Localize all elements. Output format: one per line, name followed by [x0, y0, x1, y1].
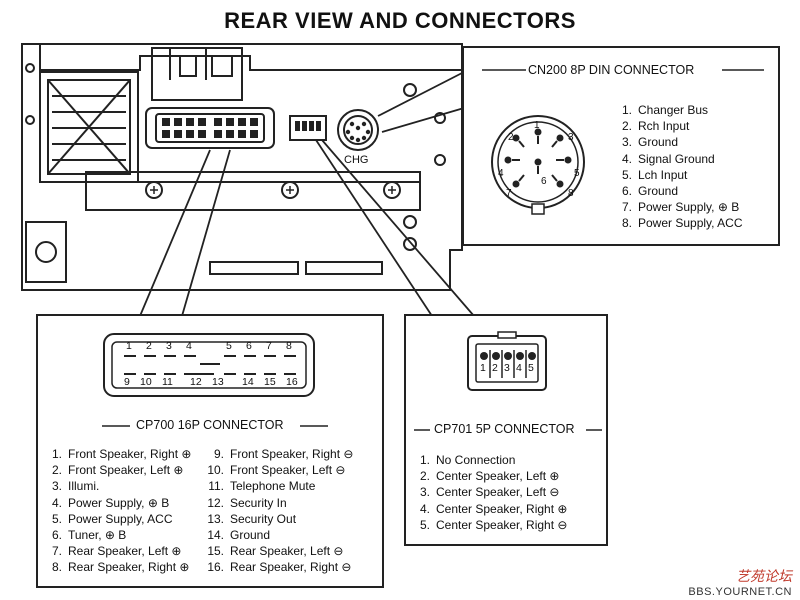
din-pin-number: 5 [574, 168, 580, 179]
cp701-heading-rule [414, 429, 602, 431]
list-item: 6.Tuner, ⊕ B [51, 528, 127, 543]
list-item: 4.Power Supply, ⊕ B [51, 495, 170, 510]
list-item: 14.Ground [207, 528, 271, 543]
cp701-box: 1 2 3 4 5 CP701 5P CONNECTOR 1.No Connec… [404, 314, 608, 546]
list-item: 3.Center Speaker, Left ⊖ [419, 485, 560, 500]
chg-label: CHG [344, 154, 369, 166]
cn200-heading-rule [482, 69, 764, 71]
list-item: 2.Center Speaker, Left ⊕ [419, 469, 560, 484]
list-item: 1.Front Speaker, Right ⊕ [51, 447, 192, 461]
list-item: 2.Front Speaker, Left ⊕ [51, 463, 184, 478]
cp701-connector-icon [467, 331, 547, 391]
cn200-heading: CN200 8P DIN CONNECTOR [528, 63, 695, 77]
cn200-box: CN200 8P DIN CONNECTOR [462, 46, 780, 246]
cp700-heading-rule [102, 425, 328, 427]
list-item: 13.Security Out [207, 511, 297, 526]
din-connector-icon [491, 115, 585, 215]
list-item: 4.Signal Ground [621, 151, 715, 166]
cp701-pin-list: 1.No Connection 2.Center Speaker, Left ⊕… [412, 452, 567, 533]
cp700-pin-list-left: 1.Front Speaker, Right ⊕ 2.Front Speaker… [44, 446, 191, 576]
list-item: 1.Changer Bus [621, 103, 709, 117]
watermark-url: BBS.YOURNET.CN [688, 586, 792, 598]
din-pin-number: 4 [498, 168, 504, 179]
din-pin-number: 3 [568, 132, 574, 143]
page-title: REAR VIEW AND CONNECTORS [224, 8, 576, 33]
list-item: 3.Ground [621, 135, 679, 150]
cp700-connector-icon [103, 333, 315, 397]
watermark: 艺苑论坛 BBS.YOURNET.CN [688, 566, 792, 598]
cp700-pin-list-right: 9.Front Speaker, Right ⊖ 10.Front Speake… [206, 446, 353, 576]
din-pin-number: 2 [508, 132, 514, 143]
list-item: 8.Power Supply, ACC [621, 216, 743, 231]
list-item: 6.Ground [621, 184, 679, 199]
list-item: 2.Rch Input [621, 119, 690, 134]
list-item: 7.Power Supply, ⊕ B [621, 200, 740, 215]
list-item: 16.Rear Speaker, Right ⊖ [207, 560, 352, 575]
cp700-box: 1 2 3 4 5 6 7 8 9 10 11 12 13 14 15 16 C… [36, 314, 384, 588]
din-pin-number: 1 [534, 120, 540, 131]
watermark-site-name: 艺苑论坛 [736, 569, 792, 585]
list-item: 8.Rear Speaker, Right ⊕ [51, 560, 190, 575]
list-item: 1.No Connection [419, 453, 516, 467]
list-item: 15.Rear Speaker, Left ⊖ [207, 544, 344, 559]
list-item: 3.Illumi. [51, 479, 100, 494]
list-item: 4.Center Speaker, Right ⊕ [419, 501, 568, 516]
list-item: 7.Rear Speaker, Left ⊕ [51, 544, 182, 559]
list-item: 5.Lch Input [621, 167, 688, 182]
list-item: 12.Security In [207, 495, 287, 510]
list-item: 5.Center Speaker, Right ⊖ [419, 517, 568, 532]
din-pin-number: 7 [506, 188, 512, 199]
din-pin-number: 6 [541, 176, 547, 187]
din-pin-number: 8 [568, 188, 574, 199]
cp701-heading: CP701 5P CONNECTOR [434, 422, 575, 436]
list-item: 11.Telephone Mute [208, 479, 316, 494]
list-item: 5.Power Supply, ACC [51, 511, 173, 526]
cn200-pin-list: 1.Changer Bus 2.Rch Input 3.Ground 4.Sig… [614, 102, 743, 232]
list-item: 10.Front Speaker, Left ⊖ [207, 463, 346, 478]
cp700-heading: CP700 16P CONNECTOR [136, 418, 284, 432]
list-item: 9.Front Speaker, Right ⊖ [213, 447, 354, 461]
